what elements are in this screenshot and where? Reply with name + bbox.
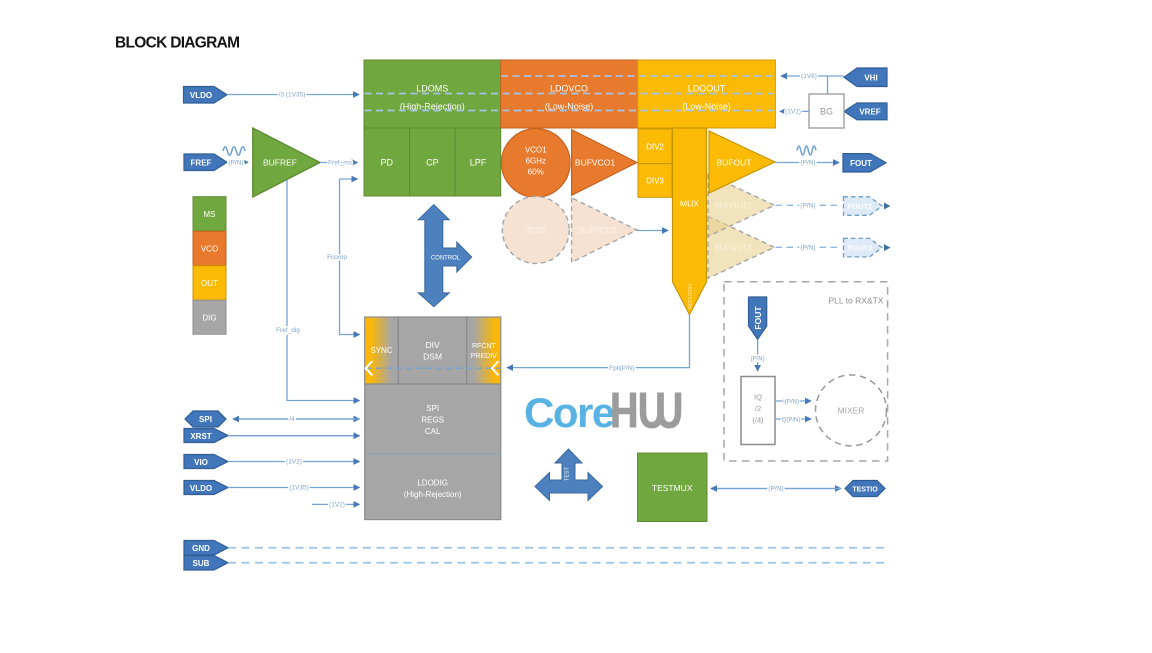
svg-text:VLDO: VLDO [190,484,212,493]
svg-text:LDOOUT: LDOOUT [688,84,726,94]
svg-text:Fref_ms: Fref_ms [328,160,353,167]
svg-text:Q(P/N): Q(P/N) [782,417,801,423]
svg-text:MUX: MUX [680,199,699,209]
svg-text:(1V35): (1V35) [289,485,309,492]
svg-text:SUB: SUB [193,559,210,568]
svg-text:TEST: TEST [565,466,571,481]
svg-text:Fref_dig: Fref_dig [276,327,300,334]
svg-text:FOUT: FOUT [850,159,872,168]
svg-text:(P/N): (P/N) [800,245,815,252]
svg-text:BUFREF: BUFREF [263,158,297,168]
svg-text:VCO2: VCO2 [525,226,547,235]
svg-text:SPI: SPI [426,404,439,413]
svg-text:Fcomp: Fcomp [327,254,347,261]
svg-text:MIXER: MIXER [838,406,865,416]
svg-text:DIV: DIV [426,340,441,350]
svg-text:PLL to RX&TX: PLL to RX&TX [829,296,884,306]
svg-text:(P/N): (P/N) [800,203,815,210]
svg-text:/2: /2 [755,404,761,413]
svg-text:(1V2): (1V2) [785,109,801,116]
svg-text:60%: 60% [528,168,544,177]
svg-text:MS: MS [204,210,216,219]
svg-text:RFOUTDIV: RFOUTDIV [688,283,694,309]
svg-text:PD: PD [381,158,394,168]
svg-text:CAL: CAL [425,427,441,436]
svg-text:(High-Rejection): (High-Rejection) [404,490,462,499]
svg-text:BUFVCO2: BUFVCO2 [579,226,617,235]
svg-text:(P/N): (P/N) [751,357,765,363]
svg-text:(Low-Noise): (Low-Noise) [545,102,594,112]
svg-text:XRST: XRST [190,432,211,441]
svg-text:DIG: DIG [202,314,216,323]
svg-text:SYNC: SYNC [370,346,392,355]
svg-text:(Low-Noise): (Low-Noise) [682,102,731,112]
svg-text:(1V8): (1V8) [801,73,817,80]
svg-text:6GHz: 6GHz [526,157,546,166]
svg-text:Core: Core [524,389,614,436]
svg-text:RFCNT: RFCNT [472,343,496,350]
svg-text:(P/N): (P/N) [768,486,783,493]
svg-text:TESTIO: TESTIO [852,487,878,494]
svg-text:DSM: DSM [423,352,442,362]
svg-text:DIV2: DIV2 [646,143,664,152]
svg-text:/4: /4 [289,416,295,423]
svg-text:VLDO: VLDO [190,91,212,100]
svg-text:GND: GND [192,544,210,553]
svg-text:VCO1: VCO1 [525,146,547,155]
svg-text:BUFOUT2: BUFOUT2 [714,201,752,210]
svg-text:BUFOUT3: BUFOUT3 [714,243,752,252]
svg-text:DIV3: DIV3 [646,177,664,186]
svg-text:PREDIV: PREDIV [471,353,497,360]
svg-text:IQ: IQ [754,393,762,402]
svg-text:BUFVCO1: BUFVCO1 [575,158,615,168]
svg-text:LDOVCO: LDOVCO [550,84,588,94]
svg-text:SPI: SPI [199,415,212,424]
svg-text:FOUT2: FOUT2 [848,202,873,211]
svg-text:VIO: VIO [194,458,208,467]
svg-text:VCO: VCO [201,245,218,254]
svg-text:(P/N): (P/N) [800,160,815,167]
svg-text:TESTMUX: TESTMUX [652,483,693,493]
svg-text:(High-Rejection): (High-Rejection) [400,102,465,112]
svg-text:(1V2): (1V2) [286,459,302,466]
svg-text:REGS: REGS [421,416,444,425]
svg-text:Fpll(P/N): Fpll(P/N) [609,365,635,372]
svg-text:BLOCK DIAGRAM: BLOCK DIAGRAM [115,35,239,52]
svg-text:LPF: LPF [470,158,487,168]
svg-text:LDOMS: LDOMS [416,84,448,94]
svg-text:BG: BG [820,107,833,117]
svg-text:FOUT3: FOUT3 [848,243,873,252]
svg-text:(P/N): (P/N) [228,160,243,167]
svg-text:FREF: FREF [191,158,212,167]
svg-text:I(P/N): I(P/N) [783,399,799,405]
svg-text:(1V2): (1V2) [329,502,345,509]
svg-text:/3 (1V35): /3 (1V35) [279,92,306,99]
svg-text:CONTROL: CONTROL [431,256,461,262]
svg-text:FOUT: FOUT [753,306,763,330]
svg-text:OUT: OUT [201,279,218,288]
svg-text:(/4): (/4) [752,416,764,425]
svg-text:CP: CP [426,158,439,168]
svg-text:VREF: VREF [859,107,880,116]
svg-text:LDODIG: LDODIG [417,479,448,488]
svg-text:VHI: VHI [864,73,877,82]
svg-text:BUFOUT: BUFOUT [717,157,752,167]
